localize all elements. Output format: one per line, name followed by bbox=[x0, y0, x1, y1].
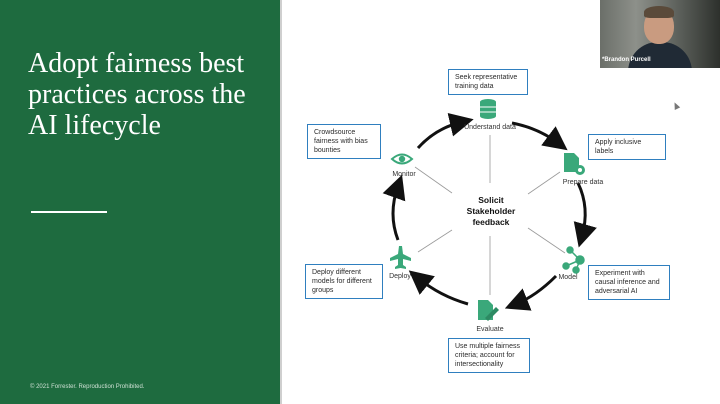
document-gear-icon bbox=[564, 153, 585, 175]
callout-prepare-data: Apply inclusive labels bbox=[588, 134, 666, 160]
participant-name: *Brandon Purcell bbox=[602, 57, 651, 63]
speaker-hair bbox=[644, 6, 674, 18]
eye-icon bbox=[390, 153, 414, 165]
database-icon bbox=[480, 99, 496, 119]
cycle-arrows bbox=[382, 113, 597, 311]
participant-video[interactable]: *Brandon Purcell bbox=[600, 0, 720, 68]
slide-title: Adopt fairness best practices across the… bbox=[28, 48, 246, 141]
panel-divider bbox=[280, 0, 282, 404]
arrow-model-evaluate bbox=[504, 274, 558, 311]
arrow-deploy-monitor bbox=[382, 174, 406, 241]
callout-deploy: Deploy different models for different gr… bbox=[305, 264, 383, 299]
callout-evaluate: Use multiple fairness criteria; account … bbox=[448, 338, 530, 373]
callout-understand-data: Seek representative training data bbox=[448, 69, 528, 95]
copyright-text: © 2021 Forrester. Reproduction Prohibite… bbox=[30, 384, 145, 390]
document-pen-icon bbox=[478, 300, 499, 321]
title-panel bbox=[0, 0, 280, 404]
arrow-understand-prepare bbox=[511, 121, 568, 151]
network-icon bbox=[562, 246, 585, 274]
node-label-model: Model bbox=[558, 274, 578, 281]
center-label: Solicit Stakeholder feedback bbox=[466, 195, 516, 227]
node-label-prepare-data: Prepare data bbox=[562, 179, 604, 186]
node-label-monitor: Monitor bbox=[392, 171, 416, 178]
node-label-evaluate: Evaluate bbox=[476, 326, 504, 333]
node-label-deploy: Deploy bbox=[389, 273, 411, 280]
title-underline bbox=[31, 211, 107, 213]
callout-model: Experiment with causal inference and adv… bbox=[588, 265, 670, 300]
spoke-lines bbox=[414, 135, 566, 295]
lifecycle-diagram bbox=[382, 99, 597, 321]
arrow-evaluate-deploy bbox=[408, 270, 469, 306]
callout-monitor: Crowdsource fairness with bias bounties bbox=[307, 124, 381, 159]
arrow-monitor-understand bbox=[416, 113, 474, 150]
airplane-icon bbox=[390, 246, 411, 269]
arrow-prepare-model bbox=[573, 182, 597, 248]
node-label-understand-data: Understand data bbox=[464, 124, 516, 131]
